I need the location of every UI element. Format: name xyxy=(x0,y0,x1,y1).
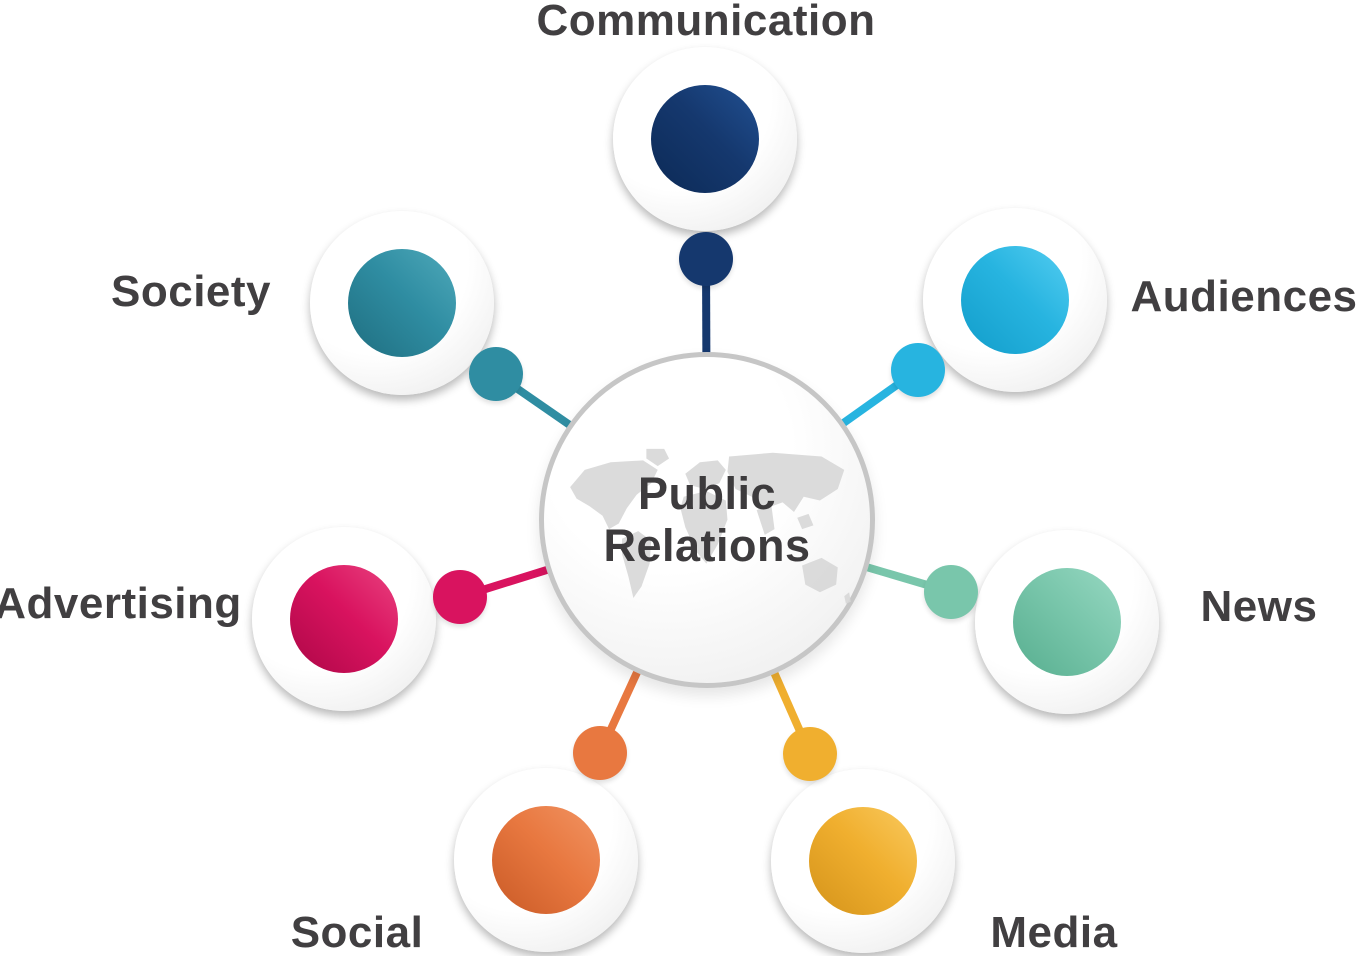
label-social: Social xyxy=(290,908,424,956)
communication-circle-icon xyxy=(651,85,759,193)
node-advertising xyxy=(252,527,436,711)
center-title: Public Relations xyxy=(544,357,870,683)
label-communication: Communication xyxy=(536,0,876,45)
node-audiences xyxy=(923,208,1107,392)
world-map-continents xyxy=(570,448,851,604)
connector-dot-advertising xyxy=(433,570,487,624)
connector-dot-social xyxy=(573,726,627,780)
media-circle-icon xyxy=(809,807,917,915)
label-news: News xyxy=(1200,582,1318,631)
connector-dot-media xyxy=(783,727,837,781)
world-map-icon xyxy=(570,448,851,604)
connector-dot-news xyxy=(924,565,978,619)
society-circle-icon xyxy=(348,249,456,357)
center-hub-circle: Public Relations xyxy=(539,352,875,688)
node-society xyxy=(310,211,494,395)
center-title-line2: Relations xyxy=(603,520,811,571)
node-social xyxy=(454,768,638,952)
node-communication xyxy=(613,47,797,231)
audiences-circle-icon xyxy=(961,246,1069,354)
label-society: Society xyxy=(110,267,272,316)
node-media xyxy=(771,769,955,953)
label-audiences: Audiences xyxy=(1130,272,1356,321)
node-news xyxy=(975,530,1159,714)
advertising-circle-icon xyxy=(290,565,398,673)
connector-dot-society xyxy=(469,347,523,401)
label-media: Media xyxy=(990,908,1118,956)
news-circle-icon xyxy=(1013,568,1121,676)
connector-dot-audiences xyxy=(891,343,945,397)
social-circle-icon xyxy=(492,806,600,914)
center-title-line1: Public xyxy=(637,467,777,519)
label-advertising: Advertising xyxy=(0,579,242,628)
connector-dot-communication xyxy=(679,232,733,286)
